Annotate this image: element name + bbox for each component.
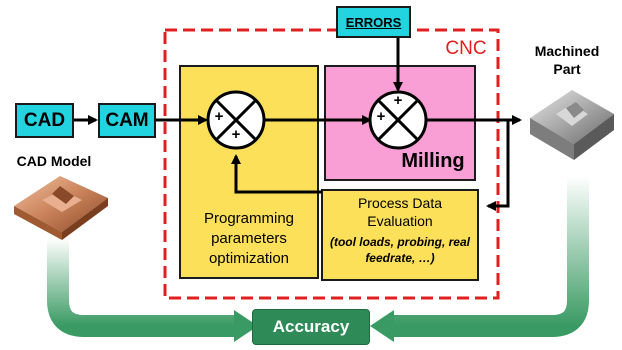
green-arrow-left-head bbox=[234, 310, 258, 342]
green-arrow-right-head bbox=[370, 310, 394, 342]
process-subtitle: (tool loads, probing, real feedrate, …) bbox=[329, 235, 470, 265]
sign-j1-bottom: + bbox=[231, 126, 241, 143]
sign-j2-top: + bbox=[393, 92, 403, 109]
programming-label: Programming parameters optimization bbox=[203, 210, 295, 267]
cad-model-image bbox=[14, 176, 108, 240]
cad-box: CAD bbox=[15, 103, 74, 138]
cad-model-label: CAD Model bbox=[16, 153, 92, 169]
errors-label: ERRORS bbox=[345, 14, 402, 30]
sign-j2-left: + bbox=[376, 108, 386, 125]
milling-label: Milling bbox=[401, 150, 465, 172]
green-arrow-right bbox=[392, 176, 589, 337]
machined-part-label: Machined Part bbox=[534, 43, 600, 77]
process-title: Process Data Evaluation bbox=[357, 195, 443, 229]
process-box bbox=[321, 189, 479, 281]
green-arrow-left bbox=[47, 238, 236, 337]
cam-box: CAM bbox=[98, 103, 156, 138]
accuracy-box: Accuracy bbox=[252, 309, 370, 345]
summing-junction-2 bbox=[368, 90, 428, 150]
sign-j1-left: + bbox=[214, 108, 224, 125]
cnc-boundary bbox=[163, 28, 500, 300]
machined-part-image bbox=[530, 90, 614, 160]
arrow-output-process bbox=[486, 120, 510, 211]
cnc-label: CNC bbox=[445, 38, 487, 59]
summing-junction-1 bbox=[206, 90, 266, 150]
errors-box: ERRORS bbox=[336, 6, 411, 38]
arrow-process-junction1 bbox=[231, 154, 322, 194]
